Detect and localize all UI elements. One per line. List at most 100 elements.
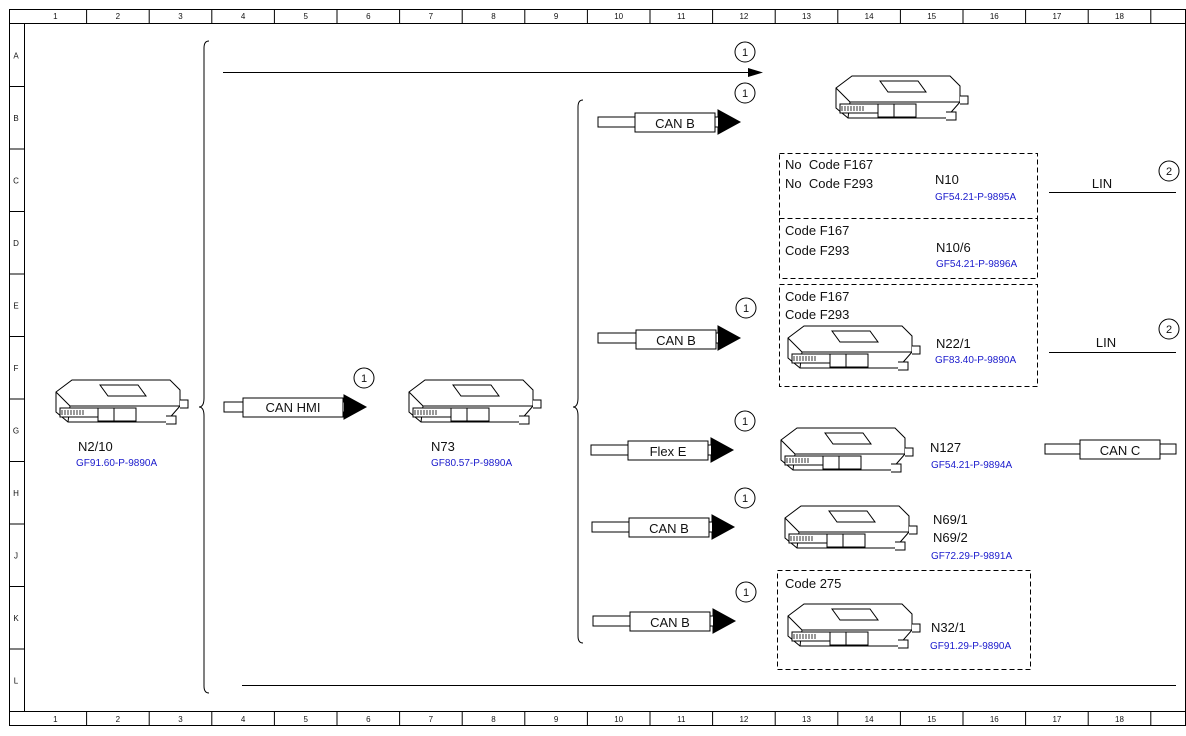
ruler-column-number: 11: [677, 12, 686, 21]
module-label-n10: N10: [935, 172, 959, 187]
ruler-column-number: 7: [429, 715, 434, 724]
ruler-row-letter: E: [13, 301, 18, 310]
module-ref-n10-6: GF54.21-P-9896A: [936, 259, 1017, 270]
bus-arrow-can-b-4: CAN B 1: [592, 581, 757, 634]
ruler-column-number: 10: [614, 12, 623, 21]
code-note: Code 275: [785, 576, 841, 591]
ruler-column-number: 16: [990, 12, 999, 21]
bus-arrow-can-c: CAN C: [1044, 439, 1177, 460]
ruler-row-letter: A: [13, 51, 19, 60]
bus-arrow-flex-e: Flex E 1: [590, 410, 756, 463]
module-ref-n69: GF72.29-P-9891A: [931, 551, 1012, 562]
ruler-column-number: 3: [178, 715, 183, 724]
bus-label-flex-e: Flex E: [650, 444, 687, 459]
module-label-n73: N73: [431, 439, 455, 454]
ruler-column-number: 13: [802, 715, 811, 724]
code-note: Code F293: [785, 307, 849, 322]
ruler-column-number: 6: [366, 715, 371, 724]
marker-one: 1: [743, 303, 749, 315]
ruler-column-number: 9: [554, 12, 559, 21]
ruler-column-number: 3: [178, 12, 183, 21]
module-label-n22-1: N22/1: [936, 336, 971, 351]
marker-two: 2: [1166, 166, 1172, 178]
bus-label-can-b: CAN B: [656, 333, 696, 348]
module-top-unlabeled: [835, 75, 969, 121]
marker-two: 2: [1166, 324, 1172, 336]
ruler-column-number: 2: [116, 715, 121, 724]
bus-arrow-can-b-2: CAN B 1: [597, 297, 757, 351]
ruler-column-number: 18: [1115, 715, 1124, 724]
ruler-ticks: [9, 9, 1152, 726]
sub-brace: [572, 99, 584, 644]
module-ref-n22-1: GF83.40-P-9890A: [935, 355, 1016, 366]
ruler-column-number: 11: [677, 715, 686, 724]
module-label-n2-10: N2/10: [78, 439, 113, 454]
bus-label-lin: LIN: [1096, 335, 1116, 350]
ruler-column-number: 7: [429, 12, 434, 21]
ruler-column-number: 2: [116, 12, 121, 21]
ruler-column-number: 15: [927, 715, 936, 724]
bus-arrow-can-b-1: CAN B 1: [597, 82, 756, 135]
ruler-column-number: 10: [614, 715, 623, 724]
module-n127: N127 GF54.21-P-9894A: [780, 427, 1012, 473]
variant-box-n10-6: [779, 218, 1038, 279]
code-note: Code F293: [785, 243, 849, 258]
module-n32-1: N32/1 GF91.29-P-9890A: [787, 603, 1011, 652]
code-note: Code F167: [785, 289, 849, 304]
ruler-column-number: 14: [865, 715, 874, 724]
module-label-n69-2: N69/2: [933, 530, 968, 545]
ruler-column-number: 6: [366, 12, 371, 21]
ruler-column-number: 17: [1052, 12, 1061, 21]
code-note: Code F167: [785, 223, 849, 238]
ruler-row-letter: L: [14, 676, 19, 685]
ruler-row-letter: H: [13, 489, 19, 498]
bus-arrow-can-b-3: CAN B 1: [591, 487, 756, 540]
marker-one: 1: [742, 416, 748, 428]
module-ref-n32-1: GF91.29-P-9890A: [930, 641, 1011, 652]
ruler-column-number: 12: [739, 715, 748, 724]
ruler-column-number: 5: [303, 12, 308, 21]
ruler-row-letter: D: [13, 239, 19, 248]
ruler-column-number: 18: [1115, 12, 1124, 21]
marker-one: 1: [742, 493, 748, 505]
ruler-column-number: 13: [802, 12, 811, 21]
ruler-column-number: 4: [241, 715, 246, 724]
ruler-column-number: 8: [491, 12, 496, 21]
ruler-column-number: 5: [303, 715, 308, 724]
bus-label-can-hmi: CAN HMI: [266, 400, 321, 415]
ruler-column-number: 8: [491, 715, 496, 724]
ruler-row-letter: C: [13, 176, 19, 185]
bus-label-can-b: CAN B: [649, 521, 689, 536]
module-ref-n2-10: GF91.60-P-9890A: [76, 458, 157, 469]
marker-one: 1: [742, 47, 748, 59]
marker-one: 1: [743, 587, 749, 599]
ruler-column-number: 1: [53, 12, 58, 21]
module-n69: N69/1 N69/2 GF72.29-P-9891A: [784, 505, 1012, 562]
module-label-n69-1: N69/1: [933, 512, 968, 527]
ruler-column-number: 9: [554, 715, 559, 724]
module-label-n10-6: N10/6: [936, 240, 971, 255]
marker-one: 1: [742, 88, 748, 100]
module-n73: N73 GF80.57-P-9890A: [408, 379, 542, 469]
bus-arrow-can-hmi: CAN HMI 1: [223, 367, 375, 420]
bus-label-lin: LIN: [1092, 176, 1112, 191]
code-note: No Code F293: [785, 176, 873, 191]
ruler-column-number: 17: [1052, 715, 1061, 724]
main-brace: [198, 40, 210, 694]
bus-label-can-c: CAN C: [1100, 443, 1140, 458]
ruler-column-number: 14: [865, 12, 874, 21]
module-label-n32-1: N32/1: [931, 620, 966, 635]
ruler-column-number: 1: [53, 715, 58, 724]
marker-one: 1: [361, 373, 367, 385]
ruler-column-number: 15: [927, 12, 936, 21]
module-label-n127: N127: [930, 440, 961, 455]
ruler-row-letter: B: [13, 114, 18, 123]
ruler-column-number: 12: [739, 12, 748, 21]
module-ref-n10: GF54.21-P-9895A: [935, 192, 1016, 203]
ruler-column-number: 16: [990, 715, 999, 724]
ruler-row-letter: K: [13, 614, 19, 623]
